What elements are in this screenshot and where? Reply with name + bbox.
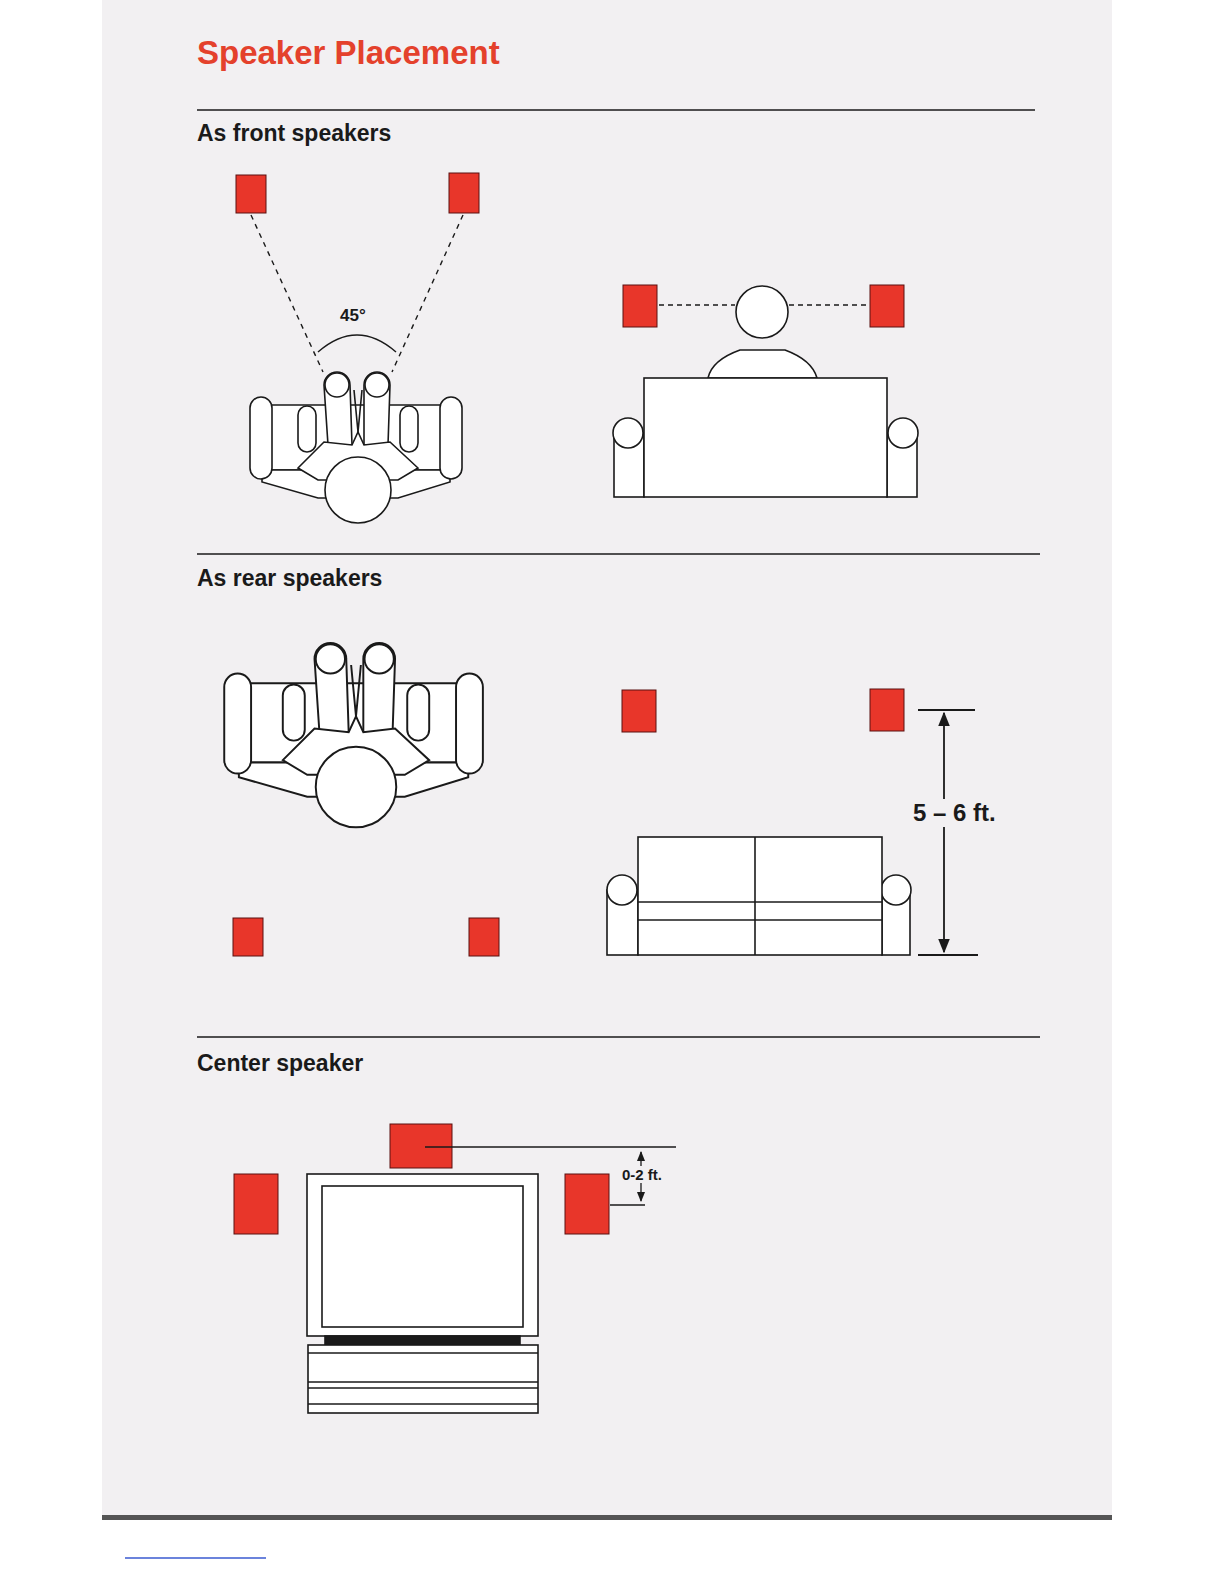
angle-label: 45° (338, 306, 368, 326)
page-title: Speaker Placement (197, 34, 500, 72)
sofa-listener-side (613, 286, 918, 497)
dimension-label: 0-2 ft. (620, 1166, 664, 1183)
rear-speakers-side (622, 689, 904, 732)
section-rules (197, 110, 1040, 1037)
bottom-rule (102, 1515, 1112, 1558)
section-heading: Center speaker (197, 1050, 363, 1076)
front-speakers-side (623, 285, 904, 327)
rear-speakers-top (233, 918, 499, 956)
section-heading: As rear speakers (197, 565, 382, 591)
tv-and-vcr (307, 1174, 538, 1413)
front-speakers-top (236, 173, 479, 213)
front-dashed-lines (251, 215, 463, 372)
sofa-listener-top (250, 372, 462, 523)
section-heading: As front speakers (197, 120, 391, 146)
center-speakers (234, 1124, 609, 1234)
dimension-label: 5 – 6 ft. (911, 799, 998, 827)
sofa-listener-top-rear (224, 643, 483, 827)
angle-arc (318, 335, 396, 352)
sofa-side-rear (607, 837, 911, 955)
height-dimension (918, 710, 978, 955)
paper-background (102, 0, 1112, 1520)
center-height-dimension (425, 1147, 676, 1205)
